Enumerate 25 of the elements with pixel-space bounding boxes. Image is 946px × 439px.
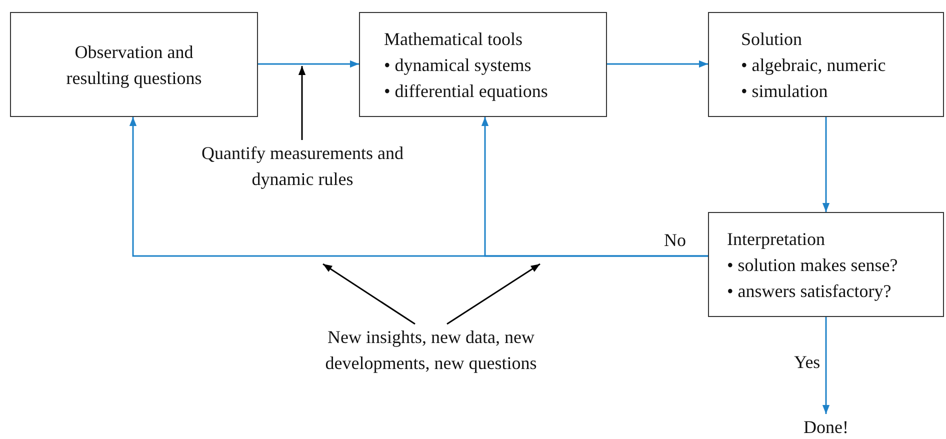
arrow bbox=[322, 263, 416, 325]
bullet-item: • dynamical systems bbox=[384, 54, 532, 77]
bullet-item: • answers satisfactory? bbox=[727, 280, 892, 303]
arrow bbox=[607, 60, 708, 68]
bullet-item: • solution makes sense? bbox=[727, 254, 899, 276]
annotation-text: New insights, new data, new developments, new questions bbox=[315, 324, 547, 404]
bullet-item: • differential equations bbox=[384, 80, 549, 103]
box-heading: Mathematical tools bbox=[384, 28, 524, 50]
arrow bbox=[298, 66, 306, 140]
process-box bbox=[708, 212, 944, 317]
process-box bbox=[10, 12, 258, 117]
bullet-item: • algebraic, numeric bbox=[741, 54, 887, 77]
arrow bbox=[822, 117, 830, 212]
box-heading: Interpretation bbox=[727, 228, 826, 251]
box-heading: Observation and resulting questions bbox=[65, 40, 203, 90]
process-box bbox=[708, 12, 944, 117]
annotation-text: Quantify measurements and dynamic rules bbox=[190, 140, 415, 194]
arrow bbox=[258, 60, 359, 68]
arrow bbox=[822, 317, 830, 414]
bullet-item: • simulation bbox=[741, 80, 829, 102]
process-box bbox=[359, 12, 607, 117]
arrow bbox=[446, 263, 540, 325]
box-heading: Solution bbox=[741, 28, 804, 50]
arrow bbox=[481, 117, 708, 257]
annotation-text: Done! bbox=[791, 414, 861, 438]
